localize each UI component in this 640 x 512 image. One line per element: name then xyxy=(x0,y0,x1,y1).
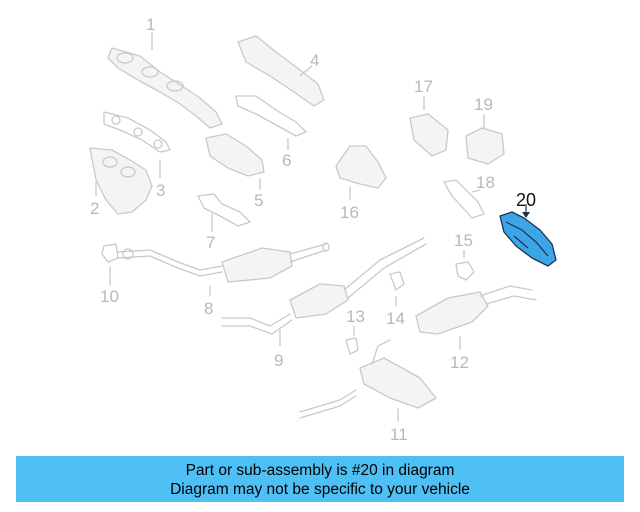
part-14-hanger xyxy=(389,271,405,306)
label-7: 7 xyxy=(206,233,215,252)
part-20-heat-shield-highlighted[interactable] xyxy=(499,204,557,267)
label-6: 6 xyxy=(282,151,291,170)
label-14: 14 xyxy=(386,309,405,328)
label-4: 4 xyxy=(310,51,319,70)
part-6-bracket xyxy=(235,95,307,150)
info-banner: Part or sub-assembly is #20 in diagram D… xyxy=(16,456,624,502)
label-9: 9 xyxy=(274,351,283,370)
part-16-heat-shield xyxy=(335,145,387,200)
label-13: 13 xyxy=(346,307,365,326)
label-16: 16 xyxy=(340,203,359,222)
part-15-hanger-bracket xyxy=(455,250,475,281)
label-2: 2 xyxy=(90,199,99,218)
part-2-exhaust-manifold-lower xyxy=(89,147,153,215)
label-5: 5 xyxy=(254,191,263,210)
banner-line-1: Part or sub-assembly is #20 in diagram xyxy=(185,462,455,479)
label-20: 20 xyxy=(516,190,536,210)
part-13-clamp xyxy=(345,326,359,355)
label-3: 3 xyxy=(156,181,165,200)
part-3-manifold-gasket xyxy=(103,111,171,178)
label-8: 8 xyxy=(204,299,213,318)
part-5-heat-shield xyxy=(205,133,265,190)
part-11-rear-muffler xyxy=(299,339,437,422)
label-19: 19 xyxy=(474,95,493,114)
label-12: 12 xyxy=(450,353,469,372)
part-17-bracket xyxy=(409,96,449,157)
banner-line-2: Diagram may not be specific to your vehi… xyxy=(170,481,470,498)
label-1: 1 xyxy=(146,15,155,34)
part-9-intermediate-pipe xyxy=(221,237,427,346)
label-10: 10 xyxy=(100,287,119,306)
label-18: 18 xyxy=(476,173,495,192)
part-12-center-muffler xyxy=(415,285,537,350)
part-10-gasket xyxy=(101,243,134,286)
part-7-bracket xyxy=(197,193,251,232)
part-1-exhaust-manifold xyxy=(107,32,223,129)
exploded-parts-diagram: 1 2 3 4 5 6 7 8 9 10 11 12 13 14 15 16 1… xyxy=(89,15,557,444)
part-8-front-pipe-converter xyxy=(117,242,330,296)
part-4-heat-shield xyxy=(237,35,325,107)
part-19-bracket xyxy=(465,114,505,165)
part-18-bracket xyxy=(443,179,485,219)
label-11: 11 xyxy=(390,425,408,444)
label-15: 15 xyxy=(454,231,473,250)
label-17: 17 xyxy=(414,77,433,96)
